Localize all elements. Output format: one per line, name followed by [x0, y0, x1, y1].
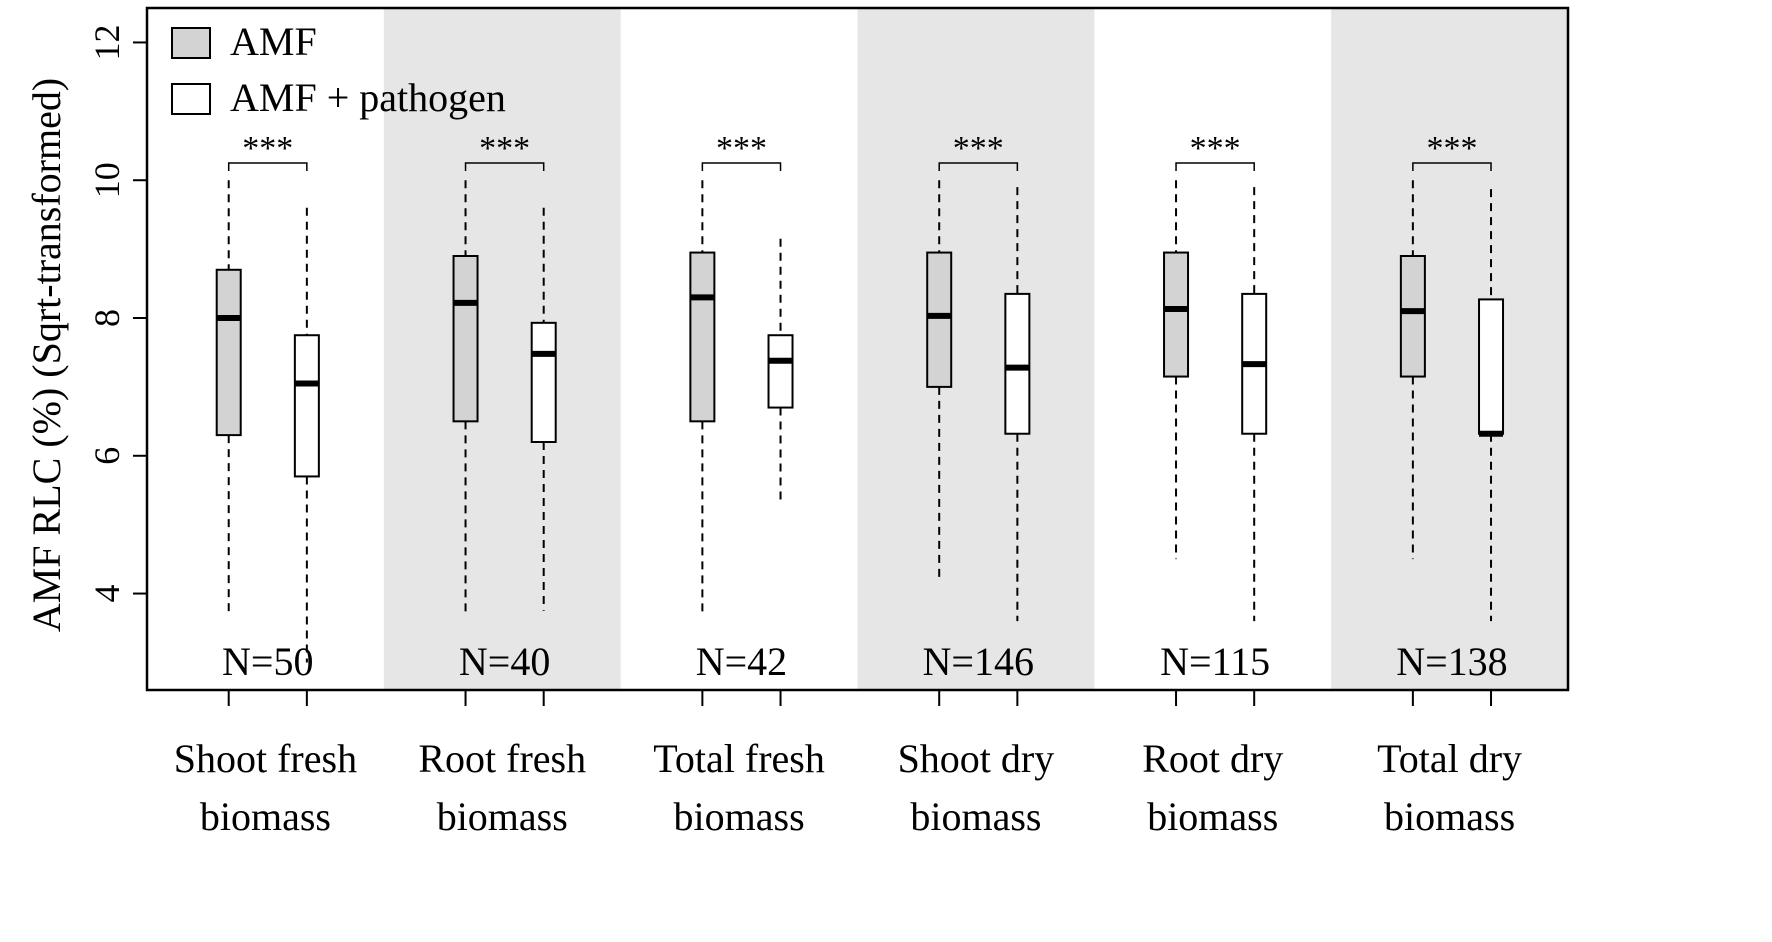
annotation-layer: *** N=50 *** N=40 *** N=42 *** N=146 *** N=115 ***… [222, 130, 1508, 684]
box-amf [926, 251, 953, 388]
significance-bracket [1412, 162, 1492, 171]
box-amf-pathogen [530, 321, 557, 444]
significance-bracket [1175, 162, 1255, 171]
n-label: N=146 [923, 639, 1034, 684]
box-amf [452, 255, 479, 423]
box-layer [215, 180, 1505, 663]
y-tick-label: 12 [87, 24, 127, 60]
significance-bracket [938, 162, 1019, 171]
plot-frame [145, 6, 1570, 692]
legend-swatch [171, 27, 211, 59]
box-amf-pathogen [1478, 298, 1505, 435]
legend-swatch [171, 83, 211, 115]
n-label: N=50 [222, 639, 313, 684]
box-amf-pathogen [293, 334, 320, 478]
x-category-label: Shoot dry [898, 736, 1055, 781]
significance-label: *** [242, 130, 293, 167]
x-category-label: biomass [910, 794, 1041, 839]
box-amf [215, 268, 242, 437]
group-shading-5 [1331, 8, 1568, 690]
x-category-label: biomass [200, 794, 331, 839]
n-label: N=115 [1160, 639, 1270, 684]
box-amf [689, 251, 716, 423]
axis-layer: Shoot fresh biomass Root fresh biomass Total… [87, 6, 1570, 839]
y-tick-label: 10 [87, 162, 127, 198]
x-category-label: biomass [1384, 794, 1515, 839]
legend-label: AMF + pathogen [230, 75, 506, 120]
legend-label: AMF [230, 19, 317, 64]
x-category-label: Shoot fresh [174, 736, 357, 781]
significance-label: *** [953, 130, 1004, 167]
box-amf-pathogen [767, 334, 794, 409]
legend: AMF AMF + pathogen [171, 19, 506, 120]
x-category-label: biomass [1147, 794, 1278, 839]
n-label: N=138 [1396, 639, 1507, 684]
group-shading-1 [383, 8, 621, 690]
significance-label: *** [716, 130, 767, 167]
y-tick-label: 8 [87, 309, 127, 327]
x-category-label: Root dry [1142, 736, 1283, 781]
x-category-label: Total dry [1377, 736, 1522, 781]
box-amf [1163, 251, 1190, 378]
panel-shading-layer [383, 8, 1568, 690]
significance-label: *** [1426, 130, 1477, 167]
x-category-label: biomass [674, 794, 805, 839]
significance-bracket [464, 162, 545, 171]
significance-label: *** [479, 130, 530, 167]
n-label: N=42 [696, 639, 787, 684]
significance-bracket [227, 162, 308, 171]
x-category-label: Total fresh [653, 736, 825, 781]
y-axis-label: AMF RLC (%) (Sqrt-transformed) [24, 78, 69, 632]
group-shading-3 [857, 8, 1095, 690]
y-tick-label: 4 [87, 585, 127, 603]
y-tick-label: 6 [87, 447, 127, 465]
significance-bracket [701, 162, 782, 171]
significance-label: *** [1190, 130, 1241, 167]
x-category-label: Root fresh [418, 736, 586, 781]
n-label: N=40 [459, 639, 550, 684]
x-category-label: biomass [437, 794, 568, 839]
box-amf [1399, 255, 1426, 378]
box-amf-pathogen [1004, 292, 1031, 435]
